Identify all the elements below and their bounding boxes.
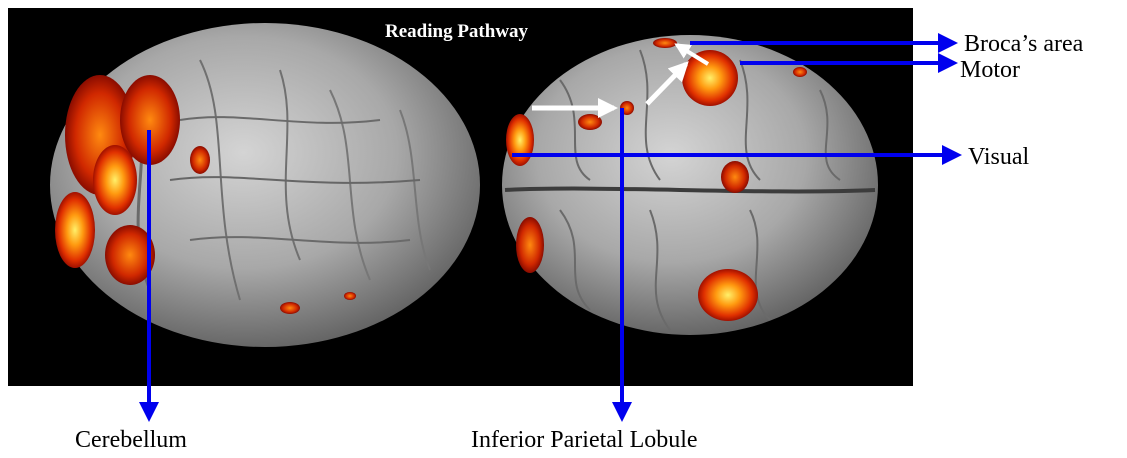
superior-brain-view: [502, 35, 878, 335]
label-motor: Motor: [960, 58, 1020, 82]
label-cerebellum: Cerebellum: [75, 428, 187, 452]
label-visual: Visual: [968, 145, 1029, 169]
diagram-title: Reading Pathway: [385, 21, 528, 43]
label-brocas-area: Broca’s area: [964, 32, 1083, 56]
inferior-brain-view: [50, 23, 480, 347]
label-inferior-parietal-lobule: Inferior Parietal Lobule: [471, 428, 698, 452]
